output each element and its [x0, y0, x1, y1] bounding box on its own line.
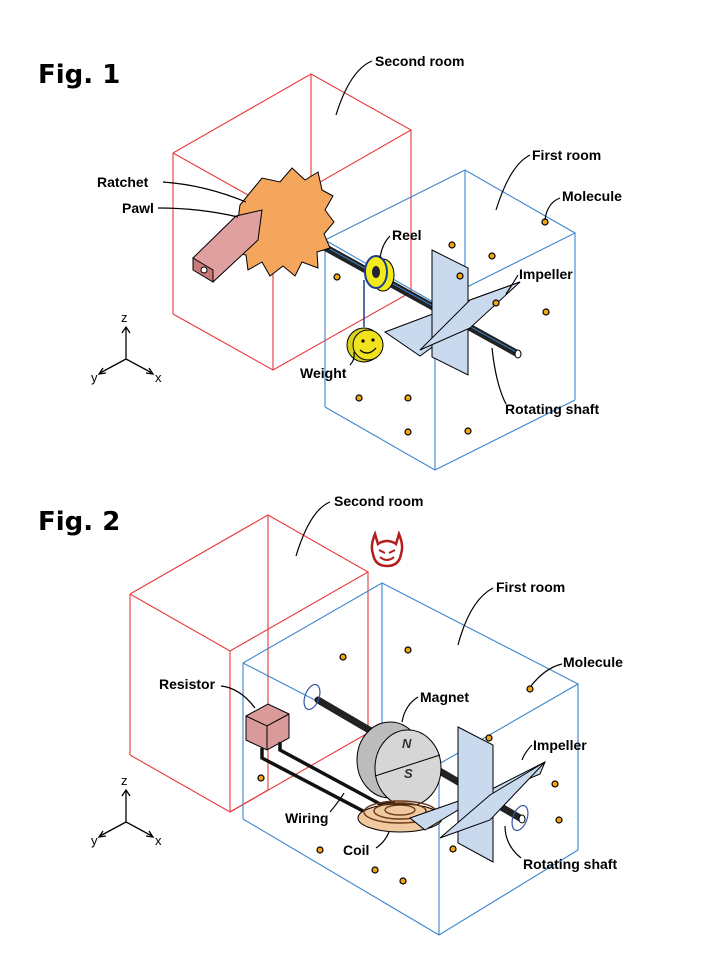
first-room-box: [242, 582, 580, 936]
figure-2: Fig. 2: [38, 493, 623, 936]
weight: [346, 327, 384, 363]
figure-2-title: Fig. 2: [38, 507, 120, 537]
figure-1-title: Fig. 1: [38, 60, 120, 90]
demon-icon: [370, 530, 404, 568]
label-second-room: Second room: [375, 53, 464, 69]
label-rotating-shaft: Rotating shaft: [505, 401, 599, 417]
label-magnet: Magnet: [420, 689, 469, 705]
axis-triad-1: [97, 325, 155, 375]
label-coil: Coil: [343, 842, 369, 858]
label-second-room: Second room: [334, 493, 423, 509]
reel: [364, 255, 395, 292]
label-molecule: Molecule: [562, 188, 622, 204]
axis-label-z: z: [121, 310, 128, 325]
impeller: [408, 726, 546, 863]
second-room-box: [129, 514, 370, 813]
magnet-north-label: N: [402, 736, 412, 751]
molecules: [333, 218, 550, 436]
axis-label-x: x: [155, 370, 162, 385]
axis-label-y: y: [91, 370, 98, 385]
figure-1: Fig. 1: [38, 53, 622, 471]
label-wiring: Wiring: [285, 810, 328, 826]
axis-label-y: y: [91, 833, 98, 848]
impeller: [383, 249, 521, 376]
label-weight: Weight: [300, 365, 347, 381]
label-molecule: Molecule: [563, 654, 623, 670]
molecules: [257, 646, 563, 885]
axis-label-z: z: [121, 773, 128, 788]
magnet: N S: [356, 721, 442, 807]
resistor: [245, 703, 290, 751]
magnet-south-label: S: [404, 766, 413, 781]
label-resistor: Resistor: [159, 676, 216, 692]
pawl: [192, 209, 263, 283]
label-first-room: First room: [532, 147, 601, 163]
label-reel: Reel: [392, 227, 422, 243]
label-impeller: Impeller: [519, 266, 573, 282]
axis-label-x: x: [155, 833, 162, 848]
label-first-room: First room: [496, 579, 565, 595]
label-impeller: Impeller: [533, 737, 587, 753]
axis-triad-2: [97, 788, 155, 838]
label-ratchet: Ratchet: [97, 174, 149, 190]
label-pawl: Pawl: [122, 200, 154, 216]
label-rotating-shaft: Rotating shaft: [523, 856, 617, 872]
